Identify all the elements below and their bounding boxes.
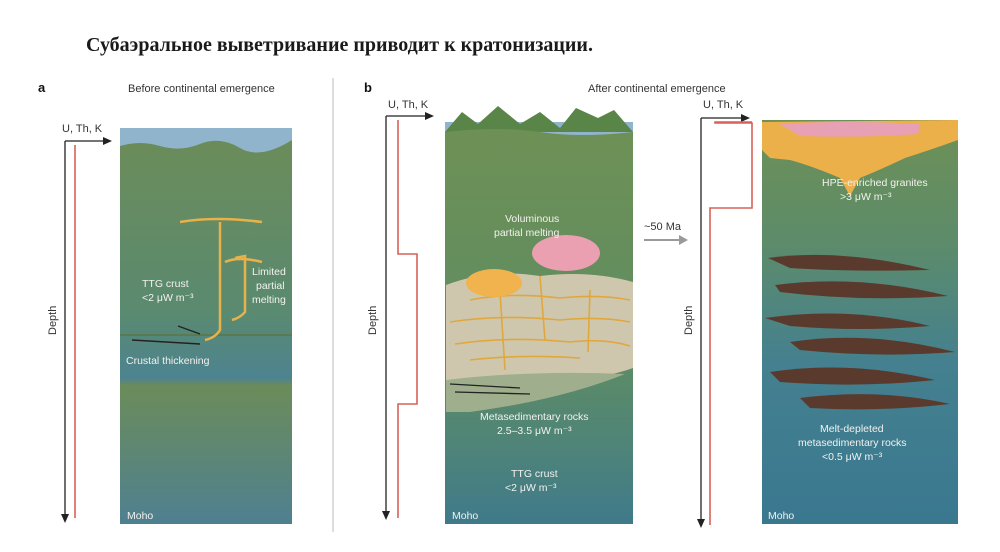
- melt-pocket-pink: [532, 235, 600, 271]
- hpe-profile-line: [397, 120, 418, 518]
- panel-c-y-label: Depth: [683, 306, 695, 335]
- thrust-line: [177, 325, 201, 335]
- hpe-granites-label: HPE-enriched granites: [822, 177, 928, 189]
- ttg-crust-value: <2 μW m⁻³: [142, 292, 194, 304]
- hpe-profile-line: [709, 121, 753, 525]
- panel-c-block: HPE-enriched granites >3 μW m⁻³ Melt-dep…: [762, 120, 958, 524]
- limited-melting-label-1: Limited: [252, 266, 286, 278]
- moho-label: Moho: [127, 510, 153, 522]
- melt-depleted-label-2: metasedimentary rocks: [798, 437, 907, 449]
- panel-b-y-label: Depth: [367, 306, 379, 335]
- metasedimentary-label: Metasedimentary rocks: [480, 411, 589, 423]
- thrust-line: [454, 391, 531, 395]
- panel-b-axis: U, Th, K Depth: [367, 99, 434, 520]
- metasedimentary-wedge: [446, 372, 625, 412]
- voluminous-melting-label-2: partial melting: [494, 227, 560, 239]
- panel-c-axis: U, Th, K Depth: [683, 99, 753, 528]
- depleted-lenses: [765, 254, 955, 410]
- metasedimentary-melange: [446, 273, 633, 402]
- panel-a-letter: a: [38, 80, 46, 95]
- panel-a-x-label: U, Th, K: [62, 123, 103, 135]
- figure-title: Субаэральное выветривание приводит к кра…: [86, 34, 593, 56]
- hpe-granite-layer: [762, 120, 958, 196]
- panel-c: U, Th, K Depth HPE-enriched granites >3 …: [683, 99, 958, 528]
- panel-a-y-label: Depth: [47, 306, 59, 335]
- thrust-line: [131, 339, 201, 345]
- panel-a-heading: Before continental emergence: [128, 83, 275, 95]
- depth-arrow-icon: [61, 514, 69, 523]
- ttg-crust-value: <2 μW m⁻³: [505, 482, 557, 494]
- voluminous-melting-label-1: Voluminous: [505, 213, 559, 225]
- concentration-arrow-icon: [103, 137, 112, 145]
- limited-melting-label-3: melting: [252, 294, 286, 306]
- metasedimentary-value: 2.5–3.5 μW m⁻³: [497, 425, 572, 437]
- melt-depleted-value: <0.5 μW m⁻³: [822, 451, 883, 463]
- ttg-crust-body: [120, 140, 292, 524]
- melt-veins: [179, 217, 263, 342]
- ttg-crust-label: TTG crust: [142, 278, 189, 290]
- mountains: [445, 106, 633, 132]
- panel-b-heading: After continental emergence: [588, 83, 726, 95]
- concentration-arrow-icon: [425, 112, 434, 120]
- crustal-thickening-label: Crustal thickening: [126, 355, 210, 367]
- time-arrow-icon: [679, 235, 688, 245]
- panel-b-x-label: U, Th, K: [388, 99, 429, 111]
- limited-melting-label-2: partial: [256, 280, 285, 292]
- panel-a-axis: U, Th, K Depth: [47, 123, 112, 523]
- ttg-crust-label: TTG crust: [511, 468, 558, 480]
- depth-arrow-icon: [697, 519, 705, 528]
- panel-b-letter: b: [364, 80, 372, 95]
- time-arrow-label: ~50 Ma: [644, 221, 682, 233]
- melt-pocket: [466, 269, 522, 297]
- panel-c-x-label: U, Th, K: [703, 99, 744, 111]
- depth-arrow-icon: [382, 511, 390, 520]
- pink-granite-band: [780, 122, 920, 137]
- concentration-arrow-icon: [741, 114, 750, 122]
- time-arrow: ~50 Ma: [644, 221, 688, 245]
- panel-a: a Before continental emergence U, Th, K …: [38, 80, 292, 524]
- panel-a-block: TTG crust <2 μW m⁻³ Limited partial melt…: [120, 128, 292, 524]
- panel-b: b After continental emergence U, Th, K D…: [364, 80, 726, 524]
- panel-b-block: Voluminous partial melting Metasedimenta…: [445, 106, 633, 524]
- moho-label: Moho: [452, 510, 478, 522]
- thrust-line: [449, 383, 521, 389]
- hpe-granites-value: >3 μW m⁻³: [840, 191, 892, 203]
- moho-label: Moho: [768, 510, 794, 522]
- melt-depleted-label-1: Melt-depleted: [820, 423, 884, 435]
